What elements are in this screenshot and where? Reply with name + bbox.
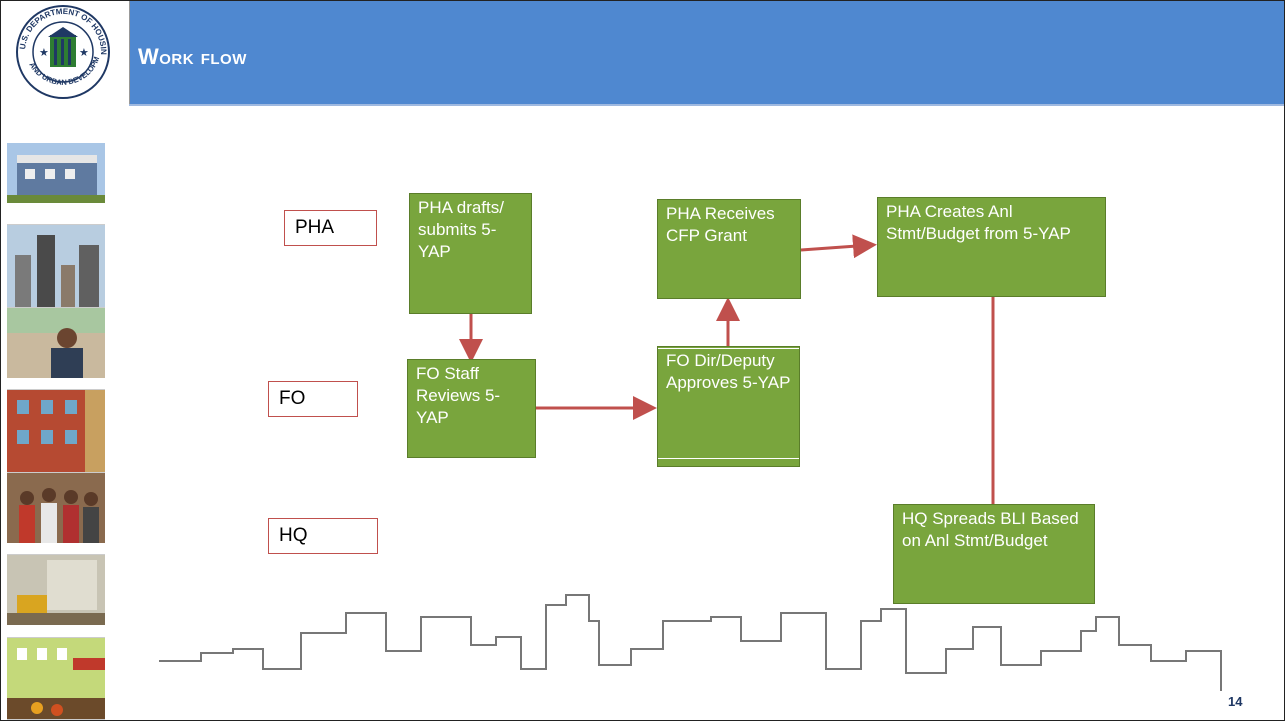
step-text: FO Staff Reviews 5-YAP <box>416 364 501 427</box>
role-fo: FO <box>268 381 358 417</box>
step-text: PHA Receives CFP Grant <box>666 204 775 245</box>
role-hq: HQ <box>268 518 378 554</box>
step-pha-receives-grant: PHA Receives CFP Grant <box>657 199 801 299</box>
step-text: PHA drafts/ submits 5-YAP <box>418 198 504 261</box>
step-fo-dir-approves: FO Dir/Deputy Approves 5-YAP <box>657 346 800 467</box>
arrow-receive-to-create <box>800 234 877 259</box>
step-hq-spreads-bli: HQ Spreads BLI Based on Anl Stmt/Budget <box>893 504 1095 604</box>
photo-man <box>7 307 105 391</box>
photo-house <box>7 143 105 226</box>
photo-family <box>7 472 105 556</box>
photo-construction <box>7 555 105 638</box>
header-band <box>129 1 1284 104</box>
step-pha-drafts: PHA drafts/ submits 5-YAP <box>409 193 532 314</box>
hud-seal-logo: U.S. DEPARTMENT OF HOUSING AND URBAN DEV… <box>1 1 130 104</box>
photo-storefront <box>7 637 105 720</box>
header-rule <box>129 104 1284 106</box>
photo-brick-building <box>7 390 105 473</box>
role-pha: PHA <box>284 210 377 246</box>
page-number: 14 <box>1228 694 1243 709</box>
step-text: PHA Creates Anl Stmt/Budget from 5-YAP <box>886 202 1071 243</box>
photo-skyline <box>7 225 105 308</box>
svg-text:★: ★ <box>79 46 89 59</box>
step-text: HQ Spreads BLI Based on Anl Stmt/Budget <box>902 509 1079 550</box>
slide-title: Work flow <box>138 44 247 69</box>
photo-strip <box>7 143 105 720</box>
step-text: FO Dir/Deputy Approves 5-YAP <box>666 351 791 392</box>
svg-text:★: ★ <box>39 46 49 59</box>
step-pha-creates-budget: PHA Creates Anl Stmt/Budget from 5-YAP <box>877 197 1106 297</box>
slide-header: U.S. DEPARTMENT OF HOUSING AND URBAN DEV… <box>1 1 1284 106</box>
step-fo-staff-reviews: FO Staff Reviews 5-YAP <box>407 359 536 458</box>
